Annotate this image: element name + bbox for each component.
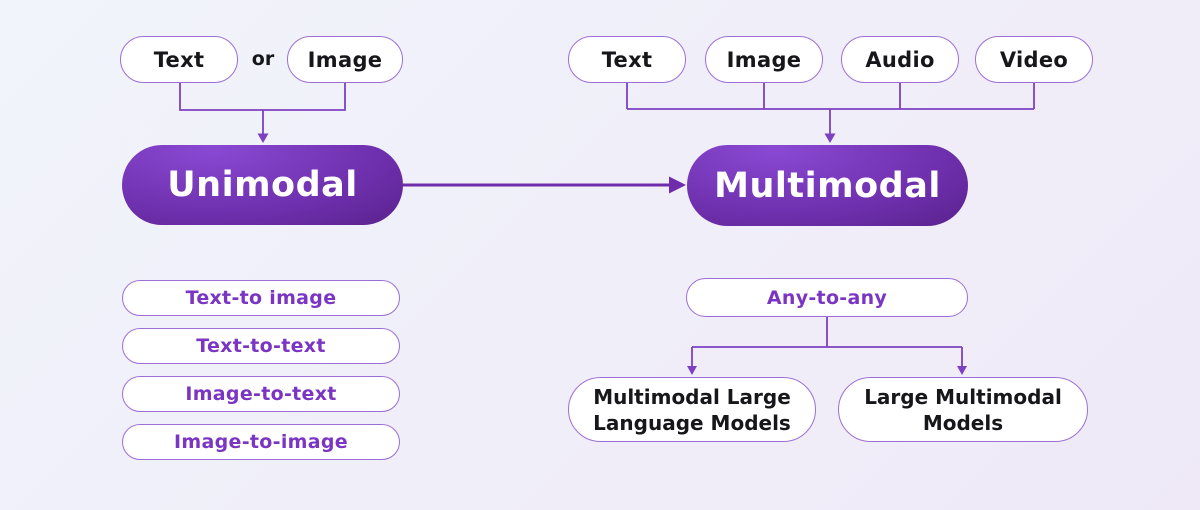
any-to-any-connector — [687, 317, 967, 375]
unimodal-node: Unimodal — [122, 145, 403, 225]
multimodal-input-pill-image: Image — [705, 36, 823, 83]
multimodal-input-pill-audio: Audio — [841, 36, 959, 83]
pill-label: Image — [307, 47, 383, 72]
pill-label: Audio — [865, 47, 935, 72]
capability-pill-text-to-image: Text-to image — [122, 280, 400, 316]
any-to-any-pill: Any-to-any — [686, 278, 968, 317]
pill-label: Video — [999, 47, 1069, 72]
down-arrowhead-icon — [257, 133, 269, 143]
pill-label: Text — [601, 47, 653, 72]
down-arrowhead-icon — [824, 133, 836, 143]
multimodal-input-pill-video: Video — [975, 36, 1093, 83]
pill-label: Any-to-any — [766, 286, 888, 309]
unimodal-input-pill-text: Text — [120, 36, 238, 83]
pill-label: Multimodal Large Language Models — [593, 384, 791, 435]
pill-label: Text — [153, 47, 205, 72]
node-title: Unimodal — [167, 165, 358, 205]
or-label: or — [251, 48, 275, 70]
down-arrowhead-icon — [957, 366, 967, 375]
unimodal-input-pill-image: Image — [287, 36, 403, 83]
multimodal-input-connector — [626, 82, 1035, 143]
pill-label: Large Multimodal Models — [864, 384, 1062, 435]
pill-label: Image — [726, 47, 802, 72]
multimodal-node: Multimodal — [687, 145, 968, 226]
pill-label: Image-to-image — [174, 431, 348, 453]
pill-label: Text-to image — [185, 287, 337, 309]
down-arrowhead-icon — [687, 366, 697, 375]
unimodal-input-connector — [179, 82, 346, 143]
unimodal-to-multimodal-arrow — [403, 176, 686, 194]
capability-pill-text-to-text: Text-to-text — [122, 328, 400, 364]
node-title: Multimodal — [714, 165, 941, 206]
pill-label: Image-to-text — [185, 383, 337, 405]
model-pill-multimodal-large-language-models: Multimodal Large Language Models — [568, 377, 816, 442]
pill-label: Text-to-text — [196, 335, 326, 357]
multimodal-input-pill-text: Text — [568, 36, 686, 83]
capability-pill-image-to-image: Image-to-image — [122, 424, 400, 460]
model-pill-large-multimodal-models: Large Multimodal Models — [838, 377, 1088, 442]
right-arrowhead-icon — [669, 176, 686, 194]
capability-pill-image-to-text: Image-to-text — [122, 376, 400, 412]
